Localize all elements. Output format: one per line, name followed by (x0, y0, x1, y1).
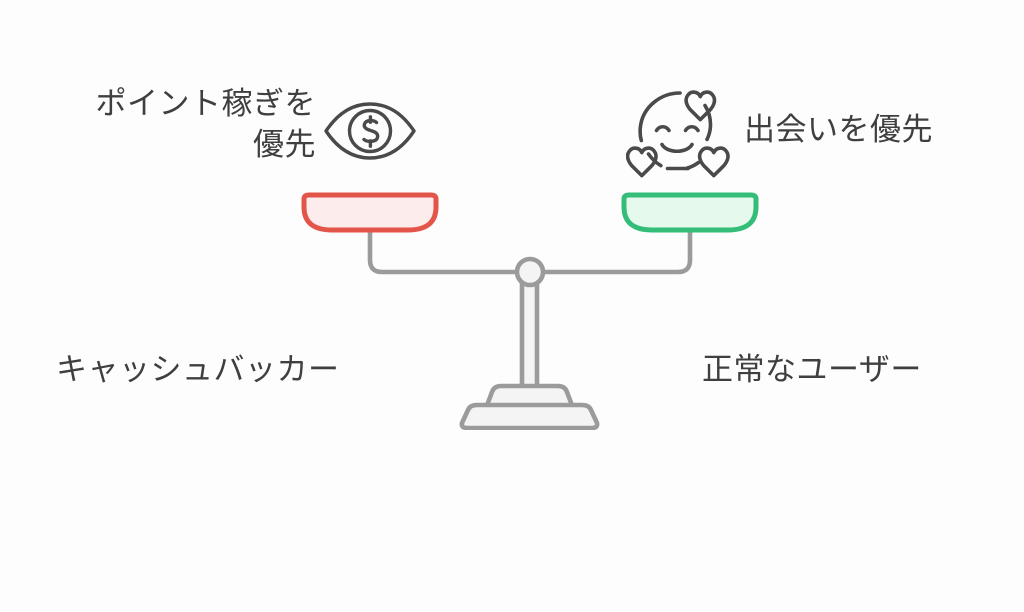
smiling-face-with-hearts-icon (625, 84, 730, 180)
right-heading: 出会いを優先 (744, 112, 933, 147)
scale-base-lower (459, 402, 600, 430)
scale-column (519, 269, 540, 403)
left-pan (301, 192, 439, 233)
balance-scale-graphic (301, 192, 759, 430)
scale-pivot (514, 256, 546, 288)
eye-dollar-icon (322, 100, 418, 162)
right-caption: 正常なユーザー (702, 352, 922, 387)
left-heading: ポイント稼ぎを 優先 (95, 86, 316, 162)
left-caption: キャッシュバッカー (56, 352, 340, 387)
right-pan (621, 192, 759, 233)
